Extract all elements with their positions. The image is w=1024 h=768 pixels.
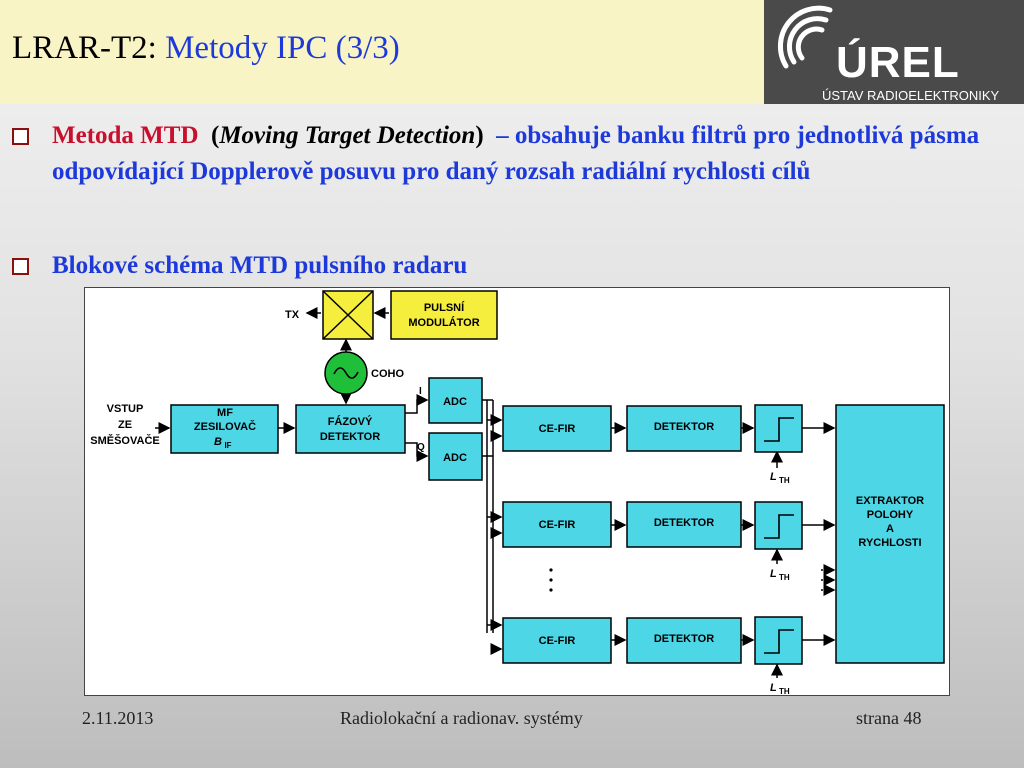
detector-label-3: DETEKTOR <box>654 633 714 645</box>
checkbox-bullet-icon <box>12 128 29 145</box>
pulse-modulator-line2: MODULÁTOR <box>408 316 479 329</box>
i-label: I <box>419 386 422 397</box>
detector-block-1: DETEKTOR <box>626 405 742 452</box>
step-function-icon <box>764 629 794 654</box>
detector-label-2: DETEKTOR <box>654 517 714 529</box>
lth-sub-1: TH <box>779 476 790 485</box>
adc-q-label: ADC <box>443 452 467 464</box>
q-label: Q <box>417 442 425 453</box>
step-function-icon <box>764 514 794 539</box>
adc-q-block: ADC <box>428 432 483 481</box>
lth-sub-3: TH <box>779 687 790 695</box>
extractor-line4: RYCHLOSTI <box>858 537 921 549</box>
if-amplifier-block: MF ZESILOVAČ B IF <box>170 404 279 454</box>
detector-block-3: DETEKTOR <box>626 617 742 664</box>
footer-page: strana 48 <box>856 708 922 728</box>
lth-sub-2: TH <box>779 573 790 582</box>
coho-oscillator <box>324 351 368 395</box>
step-function-icon <box>764 417 794 442</box>
footer-date: 2.11.2013 <box>82 708 154 728</box>
bif-subscript: IF <box>224 441 231 450</box>
checkbox-bullet-icon <box>12 258 29 275</box>
if-amp-line2: ZESILOVAČ <box>194 420 256 433</box>
phase-detector-block: FÁZOVÝ DETEKTOR <box>295 404 406 454</box>
extractor-block: EXTRAKTOR POLOHY A RYCHLOSTI <box>835 404 945 664</box>
input-label-line1: VSTUP <box>107 403 144 415</box>
cefir-label-1: CE-FIR <box>539 423 576 435</box>
diagram-canvas: TX PULSNÍ MODULÁTOR COHO VSTUP ZE SMĚŠOV… <box>90 290 945 696</box>
cefir-label-3: CE-FIR <box>539 635 576 647</box>
title-main: Metody IPC (3/3) <box>165 30 400 66</box>
cefir-label-2: CE-FIR <box>539 519 576 531</box>
detector-label-1: DETEKTOR <box>654 421 714 433</box>
urel-logo <box>764 0 1024 104</box>
cefir-block-1: CE-FIR <box>502 405 612 452</box>
title-prefix: LRAR-T2: <box>12 30 157 66</box>
paren-open: ( <box>211 122 220 149</box>
logo-name: ÚREL <box>836 38 960 87</box>
coho-label: COHO <box>371 368 404 380</box>
threshold-block-2 <box>754 501 803 550</box>
extractor-line3: A <box>886 523 894 535</box>
lth-label-3: L <box>770 682 777 694</box>
cefir-block-2: CE-FIR <box>502 501 612 548</box>
bullet-lead: Metoda MTD <box>52 122 199 149</box>
mtd-block-diagram: TX PULSNÍ MODULÁTOR COHO VSTUP ZE SMĚŠOV… <box>84 287 950 696</box>
bif-label: B <box>214 436 222 448</box>
cefir-block-3: CE-FIR <box>502 617 612 664</box>
bullet-italic: Moving Target Detection <box>219 122 476 149</box>
paren-close: ) <box>475 122 484 149</box>
threshold-block-1 <box>754 404 803 453</box>
bullet-mtd-text: Metoda MTD (Moving Target Detection) – o… <box>52 118 1022 190</box>
footer-course: Radiolokační a radionav. systémy <box>340 708 583 728</box>
adc-i-block: ADC <box>428 377 483 424</box>
detector-block-2: DETEKTOR <box>626 501 742 548</box>
sine-wave-icon <box>333 367 359 379</box>
lth-label-1: L <box>770 471 777 483</box>
title-bar: LRAR-T2: Metody IPC (3/3) <box>0 0 764 104</box>
pulse-modulator-line1: PULSNÍ <box>424 301 465 314</box>
adc-i-label: ADC <box>443 396 467 408</box>
pulse-modulator-block: PULSNÍ MODULÁTOR <box>390 290 498 340</box>
lth-label-2: L <box>770 568 777 580</box>
if-amp-line1: MF <box>217 407 233 419</box>
logo-subtitle: ÚSTAV RADIOELEKTRONIKY <box>822 88 1000 103</box>
phase-detector-line1: FÁZOVÝ <box>328 415 373 428</box>
input-label-line2: ZE <box>118 419 132 431</box>
slide-title: LRAR-T2: Metody IPC (3/3) <box>12 30 400 67</box>
bullet-rest: – obsahuje banku filtrů pro jednotlivá p… <box>52 122 980 185</box>
threshold-block-3 <box>754 616 803 665</box>
input-label-line3: SMĚŠOVAČE <box>90 434 159 447</box>
extractor-line1: EXTRAKTOR <box>856 495 924 507</box>
bullet-block-scheme-text: Blokové schéma MTD pulsního radaru <box>52 252 468 279</box>
radio-waves-icon <box>777 5 833 69</box>
extractor-line2: POLOHY <box>867 509 914 521</box>
tx-mixer <box>322 290 374 340</box>
tx-label: TX <box>285 309 300 321</box>
phase-detector-line2: DETEKTOR <box>320 431 380 443</box>
